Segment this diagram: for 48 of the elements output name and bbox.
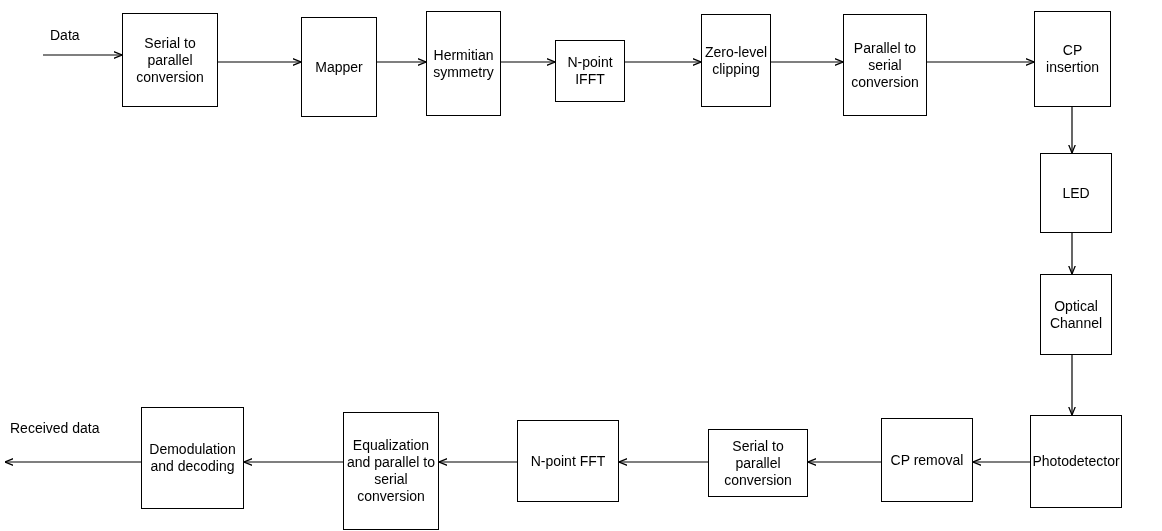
box-label: N-point IFFT <box>566 54 614 88</box>
arrow <box>438 458 518 466</box>
arrow <box>618 458 709 466</box>
process-box <box>426 11 501 116</box>
arrow <box>926 58 1035 66</box>
arrow <box>217 58 302 66</box>
box-label: Demodulation and decoding <box>148 441 237 475</box>
box-label: Optical Channel <box>1048 297 1104 332</box>
box-label: CP insertion <box>1045 42 1100 76</box>
process-box <box>122 13 218 107</box>
process-box <box>1040 274 1112 355</box>
box-label: LED <box>1062 184 1090 202</box>
arrow <box>1068 106 1076 154</box>
arrow <box>807 458 882 466</box>
box-label: N-point FFT <box>530 452 606 470</box>
edge-label: Data <box>50 27 80 43</box>
process-box <box>708 429 808 497</box>
box-label: Zero-level clipping <box>704 43 768 78</box>
process-box <box>343 412 439 530</box>
process-box <box>881 418 973 502</box>
arrow <box>624 58 702 66</box>
process-box <box>1034 11 1111 107</box>
arrow <box>1068 232 1076 275</box>
arrow <box>42 51 123 59</box>
arrow <box>972 458 1031 466</box>
box-label: CP removal <box>890 451 964 469</box>
arrow <box>4 458 142 466</box>
edge-label: Received data <box>10 420 100 436</box>
process-box <box>301 17 377 117</box>
arrow <box>770 58 844 66</box>
process-box <box>701 14 771 107</box>
process-box <box>555 40 625 102</box>
box-label: Serial to parallel conversion <box>135 34 205 86</box>
box-label: Equalization and parallel to serial conversion <box>346 437 436 505</box>
box-label: Photodetector <box>1032 453 1120 470</box>
arrow <box>1068 354 1076 416</box>
box-label: Serial to parallel conversion <box>723 437 793 489</box>
box-label: Mapper <box>315 58 363 76</box>
process-box <box>517 420 619 502</box>
process-box <box>843 14 927 116</box>
arrow <box>376 58 427 66</box>
box-label: Hermitian symmetry <box>432 46 495 81</box>
process-box <box>1030 415 1122 508</box>
arrow <box>500 58 556 66</box>
process-box <box>141 407 244 509</box>
box-label: Parallel to serial conversion <box>850 39 920 91</box>
process-box <box>1040 153 1112 233</box>
arrow <box>243 458 344 466</box>
